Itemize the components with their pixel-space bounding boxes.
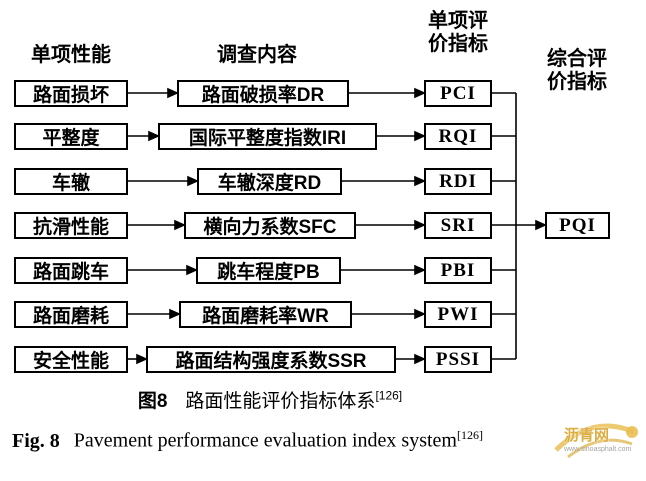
performance-box: 路面损坏 — [14, 80, 128, 107]
column-header-performance: 单项性能 — [31, 44, 111, 66]
column-header-composite-index: 综合评 价指标 — [532, 48, 622, 94]
survey-box: 路面磨耗率WR — [179, 301, 352, 328]
column-header-single-index: 单项评 价指标 — [416, 10, 500, 56]
survey-box: 车辙深度RD — [197, 168, 342, 195]
survey-box: 跳车程度PB — [196, 257, 341, 284]
performance-box: 车辙 — [14, 168, 128, 195]
index-box: PSSI — [424, 346, 492, 373]
survey-box: 路面结构强度系数SSR — [146, 346, 396, 373]
composite-index-box: PQI — [545, 212, 610, 239]
survey-box: 路面破损率DR — [177, 80, 349, 107]
index-box: PCI — [424, 80, 492, 107]
watermark-url: www.sinoasphalt.com — [564, 446, 632, 453]
figure-caption-en-text: Pavement performance evaluation index sy… — [73, 429, 457, 452]
index-box: PWI — [424, 301, 492, 328]
figure-caption-cn-ref: [126] — [375, 388, 403, 403]
column-header-survey: 调查内容 — [217, 44, 297, 66]
figure-caption-en-ref: [126] — [456, 428, 483, 442]
composite-index-line2: 价指标 — [547, 71, 607, 93]
index-box: PBI — [424, 257, 492, 284]
performance-box: 路面磨耗 — [14, 301, 128, 328]
performance-box: 路面跳车 — [14, 257, 128, 284]
performance-box: 抗滑性能 — [14, 212, 128, 239]
composite-index-line1: 综合评 — [547, 48, 607, 70]
sinoasphalt-watermark: 沥青网 www.sinoasphalt.com — [538, 410, 644, 476]
index-box: RDI — [424, 168, 492, 195]
performance-box: 安全性能 — [14, 346, 128, 373]
figure-caption-en-label: Fig. 8 — [12, 429, 60, 452]
watermark-name: 沥青网 — [564, 427, 610, 444]
watermark-swoosh-icon — [554, 423, 638, 459]
survey-box: 横向力系数SFC — [184, 212, 356, 239]
single-index-line2: 价指标 — [428, 33, 488, 55]
figure-caption-cn-label: 图8 — [137, 391, 168, 412]
figure-caption-en: Fig. 8 Pavement performance evaluation in… — [12, 428, 632, 453]
survey-box: 国际平整度指数IRI — [158, 123, 377, 150]
single-index-line1: 单项评 — [428, 10, 488, 32]
performance-box: 平整度 — [14, 123, 128, 150]
index-box: SRI — [424, 212, 492, 239]
figure-caption-cn-text: 路面性能评价指标体系 — [185, 391, 376, 412]
figure-caption-cn: 图8 路面性能评价指标体系[126] — [0, 386, 540, 413]
index-box: RQI — [424, 123, 492, 150]
